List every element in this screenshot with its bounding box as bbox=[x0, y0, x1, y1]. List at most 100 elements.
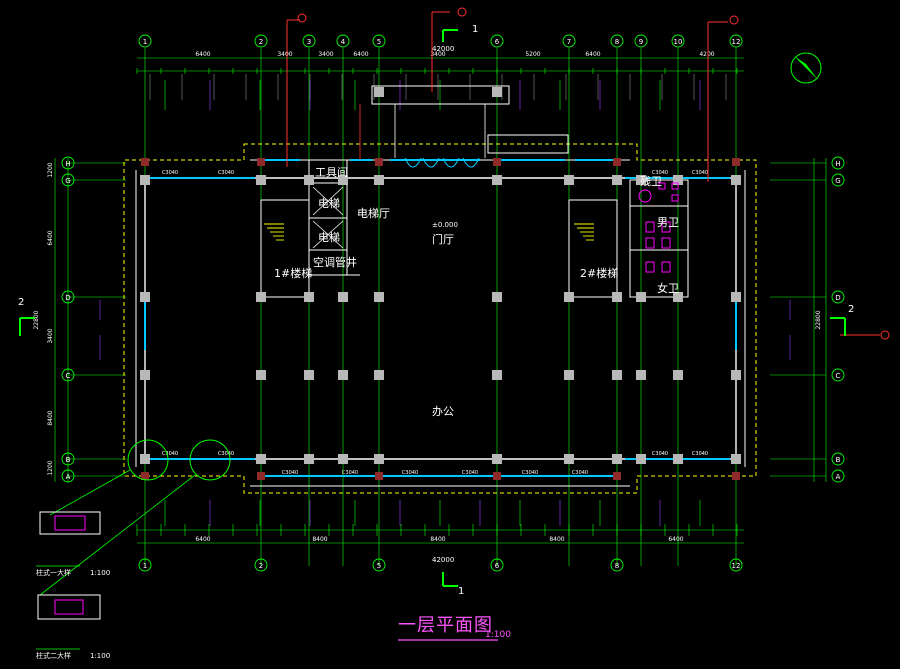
axis-bubble-left bbox=[61, 452, 75, 466]
axis-bubble-top bbox=[254, 34, 268, 48]
axis-bubble-bottom-label: 8 bbox=[615, 562, 619, 570]
facade-pier bbox=[375, 158, 383, 166]
facade-pier bbox=[613, 472, 621, 480]
axis-bubble-top bbox=[562, 34, 576, 48]
axis-bubble-right bbox=[831, 156, 845, 170]
axis-bubble-bottom-label: 5 bbox=[377, 562, 381, 570]
dim-left-part: 6400 bbox=[47, 230, 54, 245]
facade-pier bbox=[141, 158, 149, 166]
facade-pier bbox=[732, 158, 740, 166]
axis-bubble-bottom-label: 1 bbox=[143, 562, 147, 570]
axis-bubble-right bbox=[831, 368, 845, 382]
column bbox=[140, 370, 150, 380]
axis-bubble-left-label: G bbox=[65, 177, 70, 185]
column bbox=[304, 292, 314, 302]
axis-bubble-top-label: 1 bbox=[143, 38, 147, 46]
axis-bubble-right-label: D bbox=[835, 294, 840, 302]
entrance-door-3 bbox=[462, 157, 480, 168]
entrance-door-2 bbox=[442, 157, 460, 168]
detail-2-label: 柱式二大样 bbox=[36, 652, 71, 660]
axis-bubble-top-label: 6 bbox=[495, 38, 500, 46]
detail-1-label: 柱式一大样 bbox=[36, 569, 71, 577]
detail-2-core bbox=[54, 599, 84, 615]
axis-bubble-top-label: 8 bbox=[615, 38, 619, 46]
dashed-roof-outline bbox=[123, 143, 757, 494]
toilet-fixtures bbox=[638, 182, 679, 273]
window-tag: C3040 bbox=[282, 470, 298, 476]
axis-bubble-top bbox=[372, 34, 386, 48]
column bbox=[612, 292, 622, 302]
axis-bubble-bottom bbox=[372, 558, 386, 572]
entrance-canopy bbox=[371, 85, 510, 105]
axis-bubble-right-label: A bbox=[836, 473, 841, 481]
dim-bottom-bay: 6400 bbox=[195, 536, 210, 543]
column bbox=[256, 370, 266, 380]
facade-pier bbox=[493, 472, 501, 480]
drawing-title: 一层平面图 bbox=[398, 615, 493, 636]
detail-1-core bbox=[54, 515, 86, 531]
north-arrow-circle bbox=[790, 52, 822, 84]
axis-bubble-right bbox=[831, 173, 845, 187]
elevator-cross-0 bbox=[312, 186, 344, 216]
column bbox=[374, 370, 384, 380]
column bbox=[140, 292, 150, 302]
axis-bubble-left bbox=[61, 469, 75, 483]
column bbox=[492, 175, 502, 185]
detail-leader-1 bbox=[49, 469, 131, 516]
facade-pier bbox=[257, 158, 265, 166]
dim-left-total: 22800 bbox=[815, 310, 822, 329]
axis-bubble-top bbox=[490, 34, 504, 48]
dim-total-bottom: 42000 bbox=[432, 556, 455, 564]
column bbox=[673, 370, 683, 380]
column bbox=[256, 292, 266, 302]
toilet-stall-1 bbox=[661, 221, 671, 233]
outer-outline-dashed bbox=[123, 143, 757, 494]
axis-bubble-right-label: B bbox=[836, 456, 841, 464]
axis-bubble-top bbox=[729, 34, 743, 48]
column bbox=[673, 175, 683, 185]
axis-bubble-right-label: C bbox=[836, 372, 841, 380]
column bbox=[564, 370, 574, 380]
axis-bubble-top-label: 4 bbox=[341, 38, 346, 46]
room-lobby: 门厅 bbox=[432, 233, 454, 246]
axis-bubble-top-label: 12 bbox=[732, 38, 741, 46]
axis-bubble-top bbox=[302, 34, 316, 48]
column bbox=[731, 292, 741, 302]
room-stair-2: 2#楼梯 bbox=[580, 267, 619, 280]
column bbox=[304, 175, 314, 185]
toilet-stall-3 bbox=[661, 237, 671, 249]
room-ac-shaft: 空调管井 bbox=[313, 256, 357, 269]
axis-bubble-right bbox=[831, 469, 845, 483]
section-mark-top: 1 bbox=[472, 24, 479, 35]
facade-pier bbox=[141, 472, 149, 480]
column bbox=[612, 370, 622, 380]
room-elevator-1: 电梯 bbox=[318, 197, 340, 210]
column bbox=[731, 370, 741, 380]
column bbox=[492, 292, 502, 302]
column bbox=[256, 454, 266, 464]
dim-left-total: 22800 bbox=[33, 310, 40, 329]
column bbox=[374, 175, 384, 185]
axis-bubble-top-label: 3 bbox=[307, 38, 311, 46]
column bbox=[564, 454, 574, 464]
column bbox=[338, 292, 348, 302]
stairs bbox=[264, 186, 594, 249]
column bbox=[673, 454, 683, 464]
window-tag: C3040 bbox=[218, 170, 234, 176]
column bbox=[374, 292, 384, 302]
window-tag: C3040 bbox=[652, 170, 668, 176]
room-stair-1: 1#楼梯 bbox=[274, 267, 313, 280]
window-tag: C3040 bbox=[652, 451, 668, 457]
column bbox=[338, 370, 348, 380]
dim-bottom-bay: 6400 bbox=[668, 536, 683, 543]
facade-pier bbox=[257, 472, 265, 480]
dim-left-part: 3400 bbox=[47, 328, 54, 343]
toilet-stall-2 bbox=[645, 237, 655, 249]
column-details bbox=[36, 439, 498, 650]
drawing-scale: 1:100 bbox=[485, 630, 511, 640]
column bbox=[140, 454, 150, 464]
section-mark-right: 2 bbox=[848, 304, 855, 315]
columns bbox=[140, 87, 741, 480]
column bbox=[636, 175, 646, 185]
room-tool-room: 工具间 bbox=[315, 166, 348, 179]
